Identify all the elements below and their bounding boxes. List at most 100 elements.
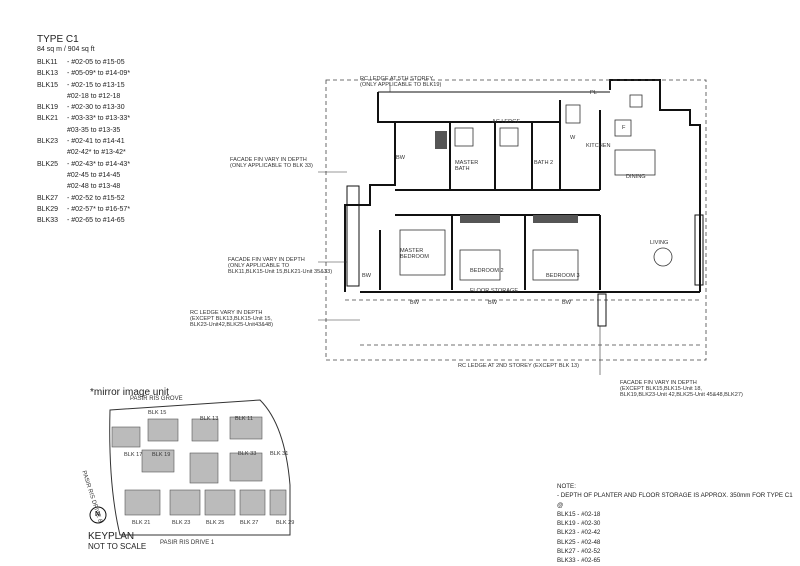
wardrobe xyxy=(435,131,447,149)
note-line: BLK27 - #02-52 xyxy=(557,548,601,556)
note-line: BLK19 - #02-30 xyxy=(557,520,601,528)
room-label: BW xyxy=(362,273,372,279)
north-label: N xyxy=(95,511,101,518)
note-line: - DEPTH OF PLANTER AND FLOOR STORAGE IS … xyxy=(557,492,793,509)
room-label: DINING xyxy=(626,174,646,180)
washer xyxy=(565,104,581,124)
room-label: BW xyxy=(410,300,420,306)
block-label: BLK 19 xyxy=(152,452,171,458)
block-label: BLK 31 xyxy=(270,451,289,457)
dining-table xyxy=(614,149,656,176)
block-label: BLK 27 xyxy=(240,520,259,526)
block-label: BLK 25 xyxy=(206,520,225,526)
callout-facade-fin-2: FACADE FIN VARY IN DEPTH(ONLY APPLICABLE… xyxy=(228,257,333,275)
callout-rc-ledge-2nd: RC LEDGE AT 2ND STOREY (EXCEPT BLK 13) xyxy=(458,363,580,369)
boundary-line xyxy=(325,79,707,361)
note-line: BLK23 - #02-42 xyxy=(557,529,601,537)
unit-row: BLK15- #02-15 to #13-15 xyxy=(37,81,125,89)
room-label: FLOOR STORAGE xyxy=(470,288,519,294)
room-label: BEDROOM 2 xyxy=(470,268,504,274)
block-shape xyxy=(191,418,219,442)
fridge xyxy=(614,119,632,137)
room-label: BEDROOM 3 xyxy=(546,273,580,279)
block-shape xyxy=(141,449,175,473)
unit-row: BLK23- #02-41 to #14-41 xyxy=(37,138,125,146)
wall xyxy=(609,79,701,292)
unit-row: BLK11- #02-05 to #15-05 xyxy=(37,59,125,66)
room-label: BATH 2 xyxy=(534,160,554,166)
block-label: BLK 21 xyxy=(132,520,151,526)
block-label: BLK 33 xyxy=(238,451,257,457)
block-label: BLK 17 xyxy=(124,452,143,458)
unit-row: BLK25- #02-43* to #14-43* xyxy=(37,160,131,168)
note-line: BLK33 - #02-65 xyxy=(557,557,601,565)
unit-type-title: TYPE C1 xyxy=(37,34,79,45)
block-shape xyxy=(239,489,266,516)
room-label: MASTER BEDROOM xyxy=(400,248,429,260)
room-label: KITCHEN xyxy=(586,143,611,149)
bed-2 xyxy=(459,249,501,281)
unit-row: BLK21- #03-33* to #13-33* xyxy=(37,115,131,123)
unit-row: #02-18 to #12-18 xyxy=(67,92,121,100)
north-arrow-icon xyxy=(89,506,107,524)
room-label: BW xyxy=(488,300,498,306)
unit-list: BLK11- #02-05 to #15-05 BLK13- #05-09* t… xyxy=(37,57,130,226)
block-shape xyxy=(189,452,219,484)
facade-fin xyxy=(346,185,360,287)
block-shape xyxy=(169,489,201,516)
unit-row: #02-42* to #13-42* xyxy=(67,149,126,157)
unit-row: BLK19- #02-30 to #13-30 xyxy=(37,104,125,112)
wardrobe xyxy=(533,215,578,223)
unit-area: 84 sq m / 904 sq ft xyxy=(37,46,95,53)
site-boundary xyxy=(109,399,291,536)
block-shape xyxy=(229,452,263,482)
road-label-north: PASIR RIS GROVE xyxy=(130,396,183,402)
room-label: PL xyxy=(590,90,597,96)
keyplan-map xyxy=(89,399,291,536)
living-table xyxy=(653,247,673,267)
block-shape xyxy=(147,418,179,442)
block-shape xyxy=(124,489,161,516)
note-title: NOTE: xyxy=(557,483,576,490)
block-label: BLK 23 xyxy=(172,520,191,526)
master-bed xyxy=(399,229,446,276)
unit-row: BLK27- #02-52 to #15-52 xyxy=(37,194,125,202)
road-label-south: PASIR RIS DRIVE 1 xyxy=(160,540,215,546)
block-label: BLK 29 xyxy=(276,520,295,526)
room-label: MASTER BATH xyxy=(455,160,479,172)
room-label: F xyxy=(622,125,626,131)
unit-row: BLK13- #05-09* to #14-09* xyxy=(37,70,131,78)
facade-fin xyxy=(597,293,607,327)
room-label: LIVING xyxy=(650,240,669,246)
unit-row: #02-48 to #13-48 xyxy=(67,183,121,191)
room-label: BW xyxy=(396,155,406,161)
wardrobe xyxy=(460,215,500,223)
toilet xyxy=(454,127,474,147)
facade-fin xyxy=(694,214,704,286)
note-block: NOTE: - DEPTH OF PLANTER AND FLOOR STORA… xyxy=(557,482,800,566)
unit-row: #03-35 to #13-35 xyxy=(67,126,121,134)
callout-rc-ledge-vary: RC LEDGE VARY IN DEPTH(EXCEPT BLK13,BLK1… xyxy=(190,310,274,328)
bed-3 xyxy=(532,249,579,281)
toilet xyxy=(499,127,519,147)
cabinet xyxy=(629,94,643,108)
block-label: BLK 15 xyxy=(148,410,167,416)
keyplan-title: KEYPLAN xyxy=(88,531,135,542)
block-label: BLK 11 xyxy=(235,416,253,422)
block-shape xyxy=(269,489,287,516)
note-line: BLK25 - #02-48 xyxy=(557,538,601,546)
block-shape xyxy=(111,426,141,448)
note-line: BLK15 - #02-18 xyxy=(557,510,601,518)
mirror-note: *mirror image unit xyxy=(90,387,169,398)
room-label: AC LEDGE xyxy=(492,119,521,125)
room-label: W xyxy=(570,135,576,141)
callout-rc-ledge-5th: RC LEDGE AT 5TH STOREY(ONLY APPLICABLE T… xyxy=(360,76,442,88)
callout-facade-fin-3: FACADE FIN VARY IN DEPTH(EXCEPT BLK15,BL… xyxy=(620,380,743,398)
room-label: BW xyxy=(562,300,572,306)
callout-facade-fin-1: FACADE FIN VARY IN DEPTH(ONLY APPLICABLE… xyxy=(230,157,313,169)
block-shape xyxy=(229,416,263,440)
unit-row: BLK33- #02-65 to #14-65 xyxy=(37,217,125,225)
unit-row: #02-45 to #14-45 xyxy=(67,171,121,179)
block-shape xyxy=(204,489,236,516)
